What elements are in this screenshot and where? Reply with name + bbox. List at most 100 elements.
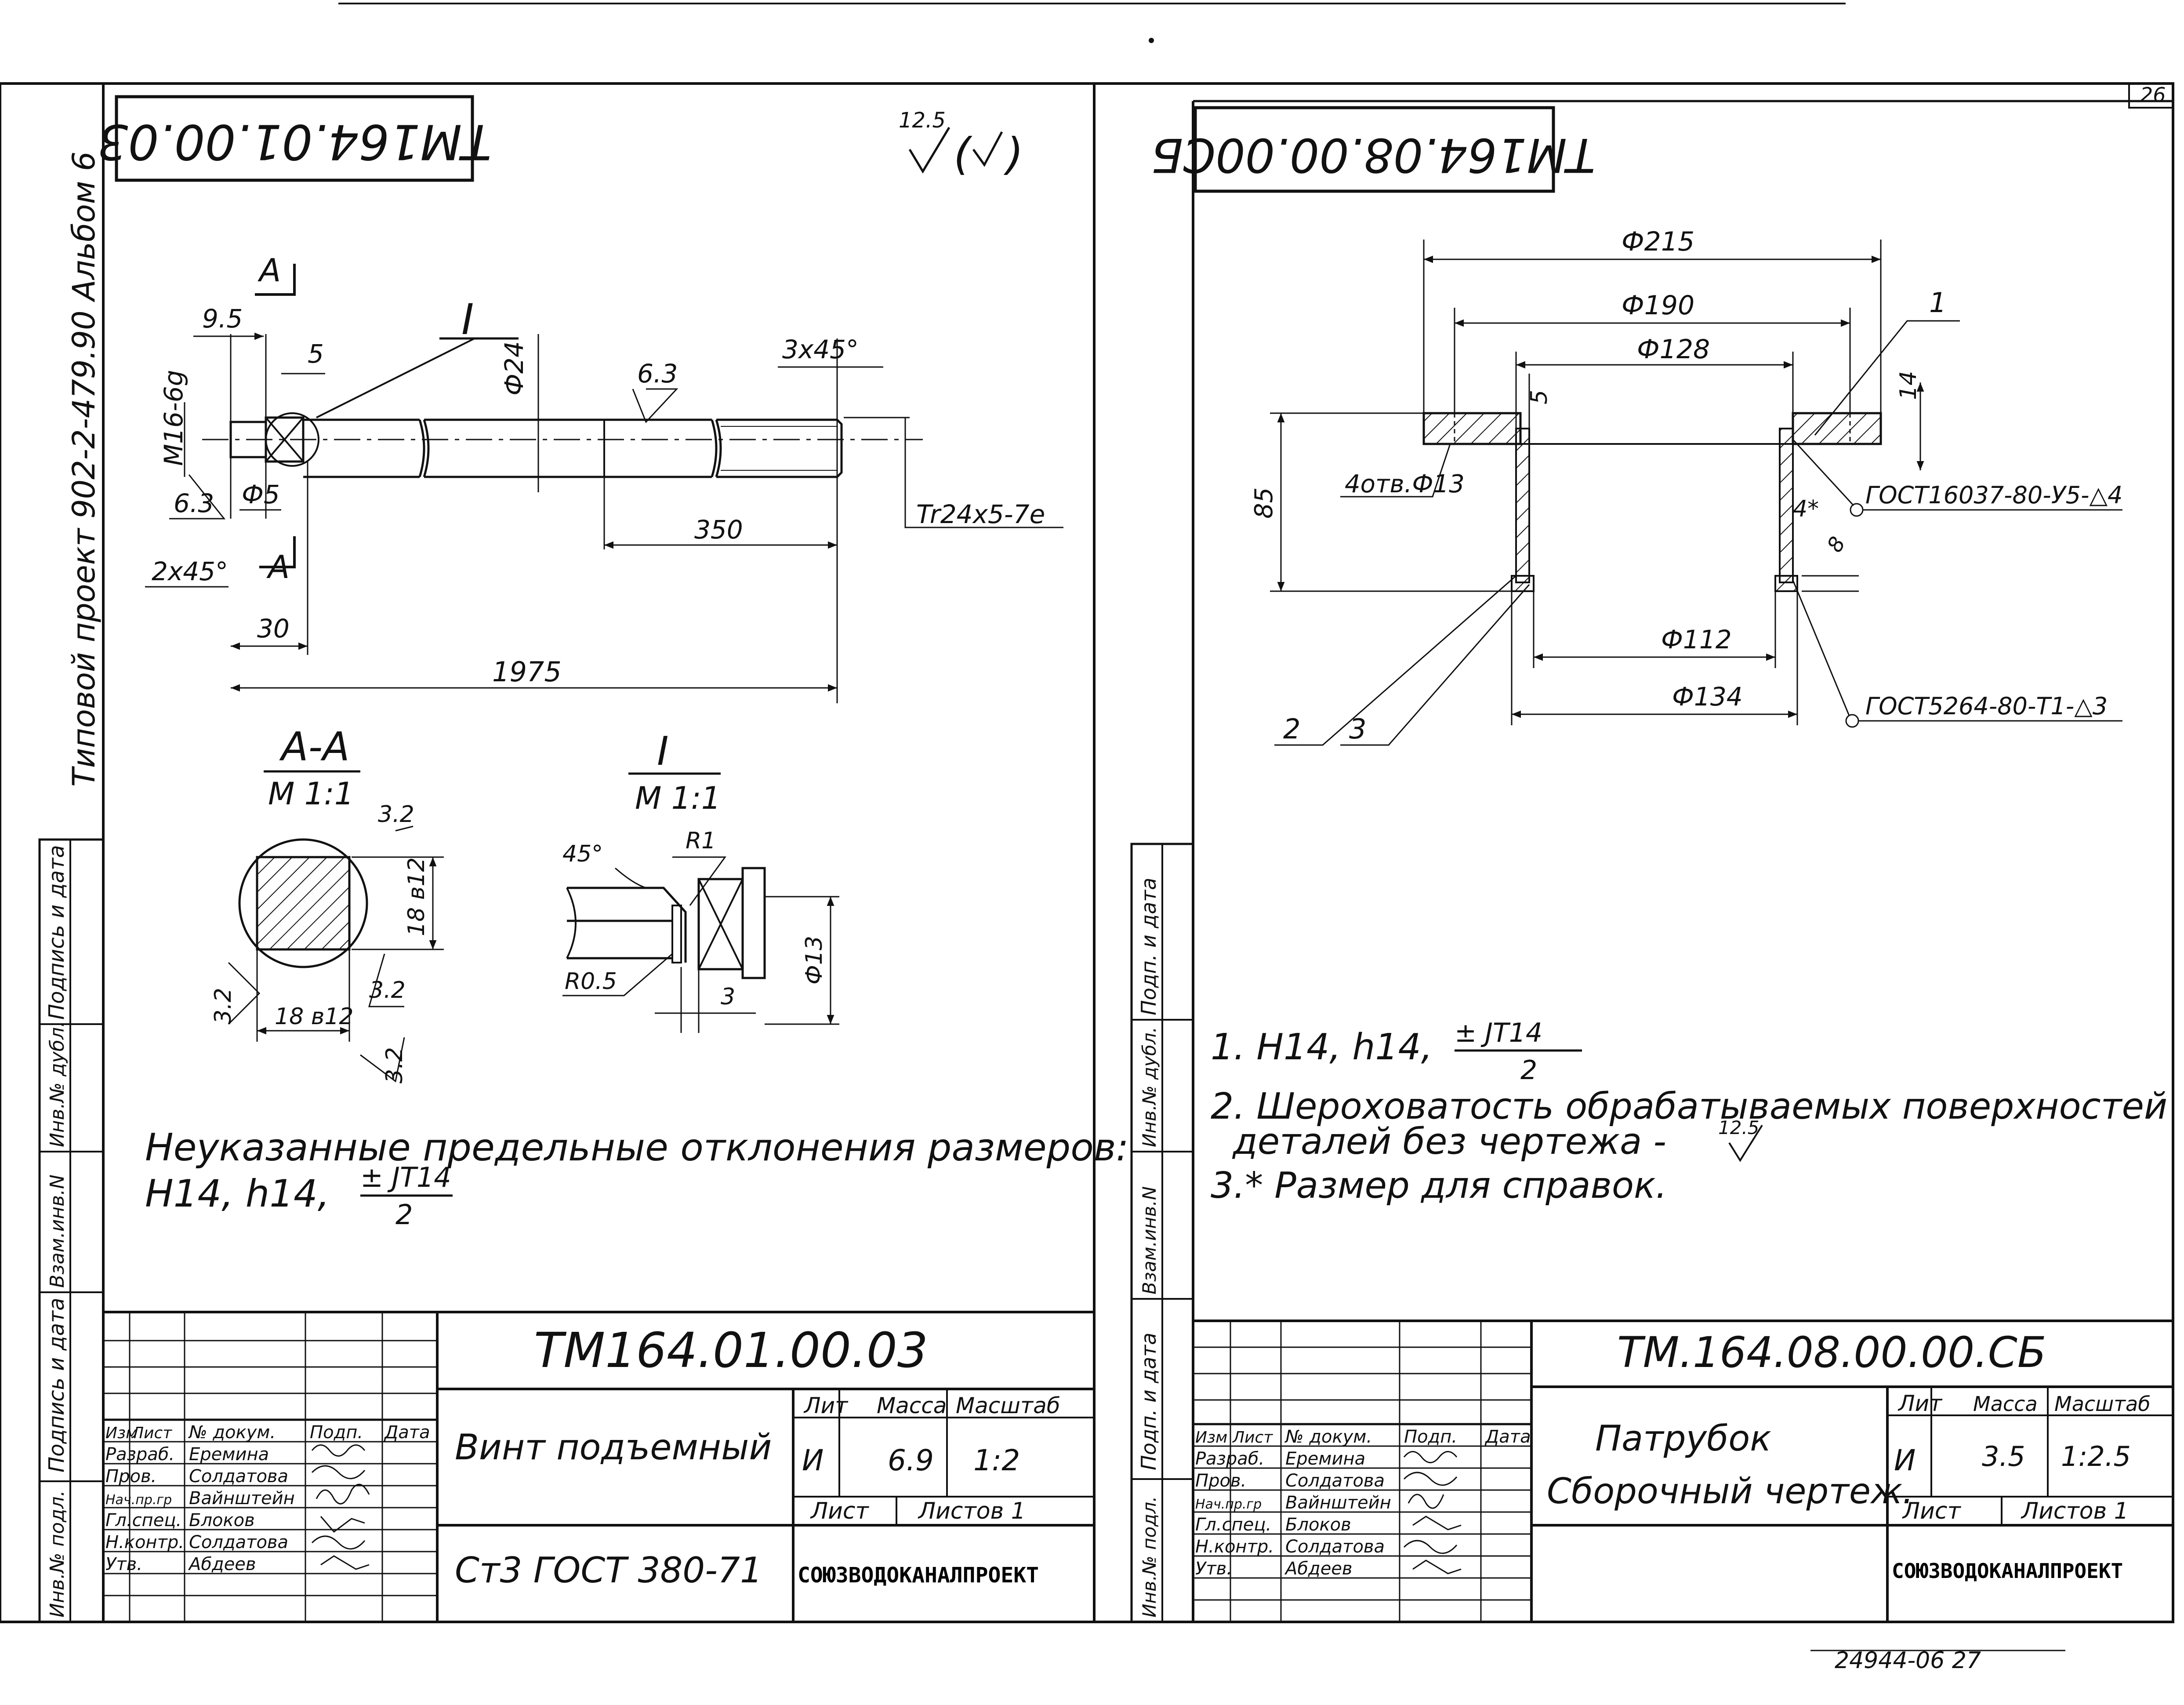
svg-text:СОЮЗВОДОКАНАЛПРОЕКТ: СОЮЗВОДОКАНАЛПРОЕКТ bbox=[1892, 1559, 2123, 1583]
svg-text:Еремина: Еремина bbox=[1285, 1449, 1365, 1469]
svg-text:Нач.пр.гр: Нач.пр.гр bbox=[105, 1492, 172, 1508]
svg-text:Разраб.: Разраб. bbox=[105, 1444, 174, 1465]
right-rotated-code: ТМ164.08.00.00СБ bbox=[1151, 128, 1596, 182]
archive-number: 24944-06 27 bbox=[1835, 1647, 1981, 1674]
detail-i-view: I М 1:1 45° R1 Ф13 R0.5 3 bbox=[562, 728, 839, 1033]
svg-text:Ст3 ГОСТ 380-71: Ст3 ГОСТ 380-71 bbox=[455, 1550, 762, 1591]
svg-text:12.5: 12.5 bbox=[1718, 1117, 1760, 1138]
svg-text:2x45°: 2x45° bbox=[152, 556, 228, 586]
screw-main-view: А А I 9.5 5 Ф24 6.3 3x45° М16-6g 6.3 bbox=[145, 252, 1063, 703]
svg-text:4отв.Ф13: 4отв.Ф13 bbox=[1345, 470, 1465, 498]
svg-text:Лист: Лист bbox=[1902, 1498, 1961, 1524]
svg-text:6.3: 6.3 bbox=[174, 488, 214, 518]
svg-text:ТМ164.01.00.03: ТМ164.01.00.03 bbox=[534, 1322, 928, 1378]
svg-text:М 1:1: М 1:1 bbox=[268, 776, 354, 812]
svg-text:1:2: 1:2 bbox=[973, 1443, 1020, 1477]
svg-text:Нач.пр.гр: Нач.пр.гр bbox=[1195, 1497, 1262, 1512]
svg-text:Лит: Лит bbox=[803, 1393, 849, 1418]
left-binding-margin: Инв.№ подл. Подпись и дата Взам.инв.N Ин… bbox=[38, 152, 105, 1623]
svg-text:деталей без чертежа -: деталей без чертежа - bbox=[1232, 1121, 1666, 1163]
svg-text:Ф5: Ф5 bbox=[242, 480, 280, 509]
svg-text:± JT14: ± JT14 bbox=[360, 1161, 451, 1193]
svg-text:5: 5 bbox=[308, 339, 324, 369]
svg-text:3: 3 bbox=[721, 984, 735, 1010]
left-note: Неуказанные предельные отклонения размер… bbox=[145, 1126, 1129, 1231]
svg-text:Изм: Изм bbox=[105, 1424, 138, 1442]
svg-text:85: 85 bbox=[1250, 487, 1278, 519]
svg-text:Инв.№ дубл.: Инв.№ дубл. bbox=[46, 1021, 69, 1147]
svg-text:Ф215: Ф215 bbox=[1622, 226, 1694, 257]
svg-text:Подп.: Подп. bbox=[310, 1422, 363, 1443]
svg-text:ТМ.164.08.00.00.СБ: ТМ.164.08.00.00.СБ bbox=[1617, 1328, 2046, 1377]
right-sheet: 26 ТМ164.08.00.00СБ Ф215 Ф190 bbox=[1093, 82, 2174, 1674]
svg-text:Патрубок: Патрубок bbox=[1595, 1418, 1771, 1459]
svg-text:3.2: 3.2 bbox=[378, 801, 414, 828]
right-binding-margin: Инв.№ подл. Подп. и дата Взам.инв.N Инв.… bbox=[1130, 843, 1194, 1623]
svg-text:): ) bbox=[1003, 128, 1023, 180]
svg-text:Ф134: Ф134 bbox=[1672, 682, 1743, 712]
svg-text:Ф128: Ф128 bbox=[1637, 334, 1710, 365]
svg-text:Сборочный чертеж.: Сборочный чертеж. bbox=[1547, 1471, 1914, 1512]
svg-text:М 1:1: М 1:1 bbox=[635, 780, 721, 816]
svg-text:6.9: 6.9 bbox=[888, 1443, 934, 1477]
svg-text:Типовой проект 902-2-479.90 Ал: Типовой проект 902-2-479.90 Альбом 6 bbox=[66, 152, 102, 787]
svg-text:Дата: Дата bbox=[384, 1422, 430, 1443]
svg-text:Масса: Масса bbox=[1973, 1392, 2038, 1416]
svg-text:350: 350 bbox=[694, 515, 743, 545]
svg-text:А-А: А-А bbox=[279, 724, 350, 770]
svg-text:2: 2 bbox=[1520, 1055, 1537, 1086]
svg-text:3.2: 3.2 bbox=[210, 988, 236, 1024]
svg-text:Утв.: Утв. bbox=[1195, 1559, 1232, 1579]
svg-text:Пров.: Пров. bbox=[105, 1466, 156, 1487]
svg-text:3.5: 3.5 bbox=[1982, 1440, 2025, 1472]
svg-text:8: 8 bbox=[1822, 533, 1850, 556]
svg-text:И: И bbox=[802, 1443, 824, 1477]
svg-text:Подпись и дата: Подпись и дата bbox=[44, 1298, 69, 1472]
svg-text:3.2: 3.2 bbox=[369, 977, 406, 1003]
svg-text:№ докум.: № докум. bbox=[188, 1422, 276, 1443]
svg-text:Винт подъемный: Винт подъемный bbox=[455, 1427, 772, 1468]
right-title-block: Изм Лист № докум. Подп. Дата Разраб. Ере… bbox=[1192, 1320, 2174, 1623]
svg-text:Солдатова: Солдатова bbox=[1285, 1471, 1385, 1491]
svg-text:Tr24x5-7е: Tr24x5-7е bbox=[916, 499, 1045, 529]
right-rotated-stamp bbox=[1194, 106, 1555, 193]
svg-text:5: 5 bbox=[1526, 390, 1553, 404]
svg-text:14: 14 bbox=[1895, 371, 1922, 400]
svg-text:Гл.спец.: Гл.спец. bbox=[1195, 1515, 1271, 1535]
svg-text:Взам.инв.N: Взам.инв.N bbox=[46, 1174, 69, 1288]
svg-text:Инв.№ подл.: Инв.№ подл. bbox=[1139, 1496, 1160, 1618]
svg-text:Н14, h14,: Н14, h14, bbox=[145, 1172, 330, 1216]
svg-text:Ф24: Ф24 bbox=[499, 341, 529, 396]
svg-text:3: 3 bbox=[1349, 713, 1366, 745]
sheet-number: 26 bbox=[2140, 83, 2166, 107]
svg-text:ГОСТ16037-80-У5-△4: ГОСТ16037-80-У5-△4 bbox=[1865, 481, 2122, 509]
svg-text:Ф13: Ф13 bbox=[801, 936, 827, 985]
svg-text:4*: 4* bbox=[1793, 496, 1819, 522]
svg-text:Гл.спец.: Гл.спец. bbox=[105, 1510, 181, 1531]
svg-text:1. Н14, h14,: 1. Н14, h14, bbox=[1211, 1026, 1433, 1068]
svg-text:2: 2 bbox=[395, 1199, 413, 1231]
svg-text:Подп. и дата: Подп. и дата bbox=[1137, 878, 1161, 1015]
svg-text:I: I bbox=[657, 728, 669, 774]
svg-text:Инв.№ дубл.: Инв.№ дубл. bbox=[1139, 1027, 1160, 1147]
svg-text:3x45°: 3x45° bbox=[782, 334, 859, 364]
svg-text:1: 1 bbox=[1929, 287, 1946, 319]
svg-text:Неуказанные предельные отклоне: Неуказанные предельные отклонения размер… bbox=[145, 1126, 1129, 1170]
svg-text:Лист: Лист bbox=[131, 1424, 172, 1442]
svg-text:Листов 1: Листов 1 bbox=[918, 1498, 1026, 1524]
svg-text:30: 30 bbox=[257, 614, 290, 643]
svg-text:Подп. и дата: Подп. и дата bbox=[1137, 1333, 1161, 1470]
svg-text:6.3: 6.3 bbox=[637, 359, 678, 389]
svg-text:Подпись и дата: Подпись и дата bbox=[44, 845, 69, 1020]
svg-text:(: ( bbox=[954, 128, 972, 180]
svg-text:Дата: Дата bbox=[1484, 1427, 1531, 1447]
svg-text:Вайнштейн: Вайнштейн bbox=[189, 1488, 295, 1509]
svg-text:Абдеев: Абдеев bbox=[188, 1554, 256, 1574]
section-a-a-view: А-А М 1:1 3.2 18 в12 3.2 3.2 18 в12 3.2 bbox=[210, 724, 444, 1083]
svg-text:Лит: Лит bbox=[1897, 1391, 1943, 1416]
svg-text:Разраб.: Разраб. bbox=[1195, 1449, 1264, 1469]
svg-text:Листов 1: Листов 1 bbox=[2021, 1498, 2129, 1524]
svg-text:I: I bbox=[461, 295, 474, 344]
svg-text:Масса: Масса bbox=[877, 1393, 947, 1418]
